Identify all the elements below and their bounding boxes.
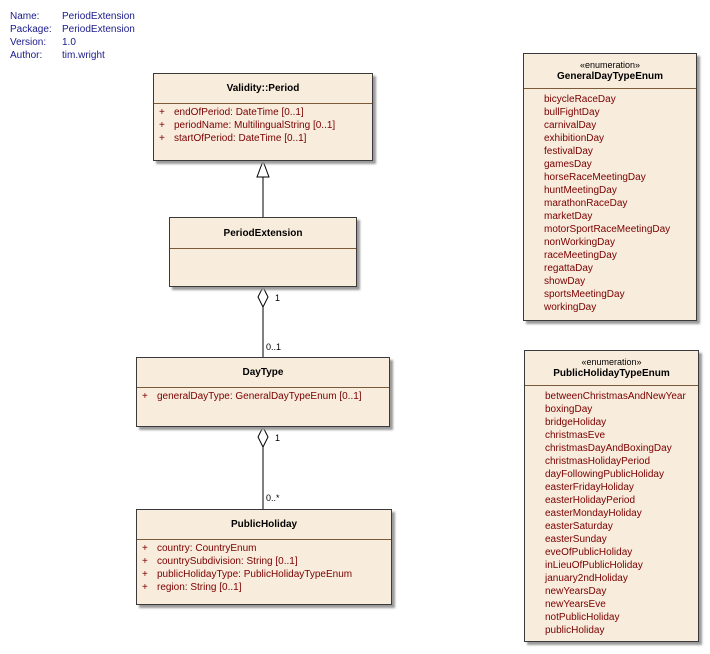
enum-literal: showDay [544, 276, 586, 287]
enum-literal: sportsMeetingDay [544, 289, 625, 300]
enum-literal: regattaDay [544, 263, 593, 274]
enum-literal: publicHoliday [545, 625, 605, 636]
multiplicity-daytype-lower: 1 [275, 433, 281, 443]
enum-public-holiday-type[interactable]: «enumeration» PublicHolidayTypeEnum betw… [524, 350, 699, 642]
enum-literal: workingDay [544, 302, 597, 313]
enum-literal: christmasDayAndBoxingDay [545, 443, 672, 454]
enum-literal: newYearsEve [545, 599, 606, 610]
enum-literal: nonWorkingDay [544, 237, 615, 248]
class-name: Validity::Period [154, 74, 372, 104]
enum-literal: marathonRaceDay [544, 198, 628, 209]
enum-literal: easterHolidayPeriod [545, 495, 636, 506]
version-value: 1.0 [62, 37, 76, 48]
attribute-row: +countrySubdivision: String [0..1] [142, 556, 298, 567]
enum-literal: bridgeHoliday [545, 417, 607, 428]
author-label: Author: [10, 50, 43, 61]
multiplicity-periodextension-end: 1 [275, 293, 281, 303]
generalization-arrowhead [256, 159, 270, 178]
enum-literal: raceMeetingDay [544, 250, 617, 261]
enum-literal: gamesDay [544, 159, 592, 170]
enum-literal: bicycleRaceDay [544, 94, 616, 105]
class-validity-period[interactable]: Validity::Period +endOfPeriod: DateTime … [153, 73, 373, 161]
enum-name: PublicHolidayTypeEnum [553, 368, 670, 379]
attribute-row: +publicHolidayType: PublicHolidayTypeEnu… [142, 569, 353, 580]
enum-literal: betweenChristmasAndNewYear [545, 391, 686, 402]
enum-literal: christmasHolidayPeriod [545, 456, 651, 467]
enum-header: «enumeration» PublicHolidayTypeEnum [525, 351, 698, 386]
package-label: Package: [10, 24, 52, 35]
enum-literal: marketDay [544, 211, 593, 222]
attribute-row: +endOfPeriod: DateTime [0..1] [159, 107, 304, 118]
stereotype-label: «enumeration» [579, 60, 641, 70]
enum-literal: notPublicHoliday [545, 612, 620, 623]
enum-literal: motorSportRaceMeetingDay [544, 224, 671, 235]
enum-literal: newYearsDay [545, 586, 607, 597]
enum-literal: carnivalDay [544, 120, 597, 131]
enum-literal: huntMeetingDay [544, 185, 617, 196]
attribute-row: +periodName: MultilingualString [0..1] [159, 120, 336, 131]
aggregation-diamond-daytype [257, 425, 269, 449]
enum-literal: festivalDay [544, 146, 593, 157]
multiplicity-daytype-upper: 0..1 [266, 342, 282, 352]
enum-literal: exhibitionDay [544, 133, 605, 144]
enum-literal: eveOfPublicHoliday [545, 547, 633, 558]
author-value: tim.wright [62, 50, 105, 61]
enum-literal: january2ndHoliday [545, 573, 628, 584]
class-name: DayType [137, 358, 389, 388]
enum-literal-list: betweenChristmasAndNewYear boxingDay bridg… [525, 386, 698, 637]
enum-literal: dayFollowingPublicHoliday [545, 469, 664, 480]
class-period-extension[interactable]: PeriodExtension [169, 217, 357, 287]
class-day-type[interactable]: DayType +generalDayType: GeneralDayTypeE… [136, 357, 390, 427]
class-name: PublicHoliday [137, 510, 391, 540]
enum-literal: easterMondayHoliday [545, 508, 642, 519]
enum-literal: easterSaturday [545, 521, 613, 532]
class-name: PeriodExtension [170, 218, 356, 249]
attribute-list: +generalDayType: GeneralDayTypeEnum [0..… [137, 388, 389, 403]
multiplicity-publicholiday-end: 0..* [266, 493, 280, 503]
attribute-list: +endOfPeriod: DateTime [0..1] +periodNam… [154, 104, 372, 145]
diagram-metadata: Name: PeriodExtension Package: PeriodExten… [10, 10, 135, 62]
enum-literal: bullFightDay [544, 107, 600, 118]
enum-literal: christmasEve [545, 430, 606, 441]
attribute-row: +generalDayType: GeneralDayTypeEnum [0..… [142, 391, 362, 402]
enum-name: GeneralDayTypeEnum [557, 71, 663, 82]
enum-literal-list: bicycleRaceDay bullFightDay carnivalDay exh… [524, 89, 696, 314]
enum-literal: easterFridayHoliday [545, 482, 634, 493]
stereotype-label: «enumeration» [581, 357, 642, 367]
enum-literal: easterSunday [545, 534, 607, 545]
attribute-row: +region: String [0..1] [142, 582, 242, 593]
attribute-row: +country: CountryEnum [142, 543, 257, 554]
aggregation-diamond-periodextension [257, 285, 269, 309]
enum-literal: inLieuOfPublicHoliday [545, 560, 643, 571]
class-public-holiday[interactable]: PublicHoliday +country: CountryEnum +cou… [136, 509, 392, 605]
name-label: Name: [10, 11, 40, 22]
enum-general-day-type[interactable]: «enumeration» GeneralDayTypeEnum bicycle… [523, 53, 697, 321]
enum-literal: boxingDay [545, 404, 593, 415]
name-value: PeriodExtension [62, 11, 135, 22]
package-value: PeriodExtension [62, 24, 135, 35]
attribute-list: +country: CountryEnum +countrySubdivisio… [137, 540, 391, 594]
enum-literal: horseRaceMeetingDay [544, 172, 646, 183]
attribute-row: +startOfPeriod: DateTime [0..1] [159, 133, 307, 144]
enum-header: «enumeration» GeneralDayTypeEnum [524, 54, 696, 89]
version-label: Version: [10, 37, 47, 48]
